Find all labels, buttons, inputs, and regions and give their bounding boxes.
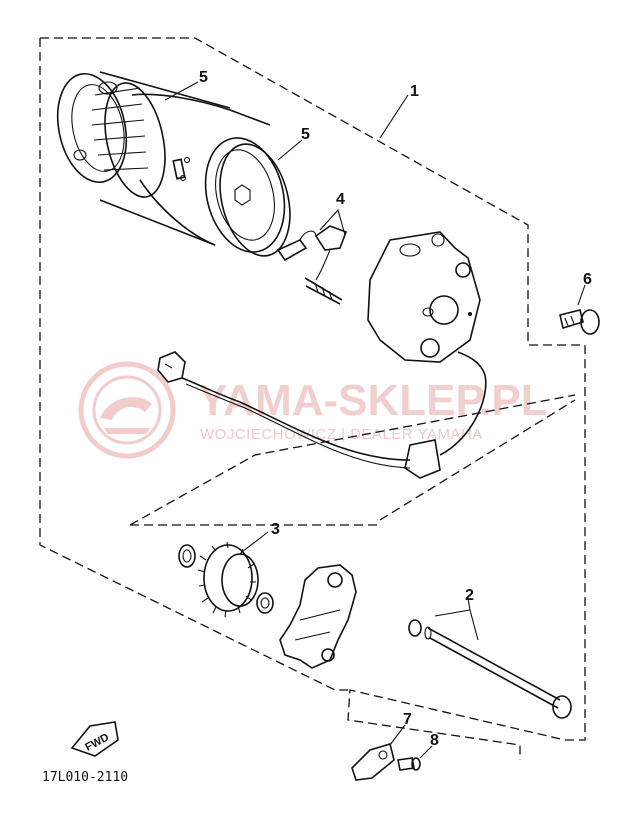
- starter-idle-gear: [178, 541, 274, 618]
- brush-holder-outline: [129, 394, 576, 526]
- label-part-3: 3: [271, 521, 280, 538]
- leader-8: [419, 745, 433, 759]
- label-part-5-rear: 5: [199, 69, 208, 86]
- long-bolt-assembly: [408, 619, 572, 719]
- stay-plate: [351, 742, 395, 781]
- brush-set: [276, 225, 348, 305]
- fwd-label: FWD: [83, 731, 111, 753]
- cover-outline: [379, 399, 576, 521]
- o-ring-front: [219, 143, 291, 257]
- leader-7: [389, 724, 406, 746]
- starter-bracket: [279, 564, 357, 669]
- watermark-subtitle: WOJCIECHOWICZ | DEALER YAMAHA: [200, 426, 483, 443]
- label-part-8: 8: [430, 732, 439, 749]
- leader-5-rear: [164, 81, 199, 101]
- label-part-6: 6: [583, 271, 592, 288]
- label-part-1: 1: [410, 83, 419, 100]
- leader-2: [434, 597, 479, 641]
- lead-wire-assembly: [157, 351, 487, 479]
- drawing-code: 17L010-2110: [42, 770, 128, 785]
- leader-3: [241, 531, 269, 553]
- leader-1: [379, 94, 409, 139]
- label-part-7: 7: [403, 711, 412, 728]
- assembly-frame-outline: [39, 37, 586, 760]
- label-part-4: 4: [336, 191, 345, 208]
- starter-motor-yoke: [56, 71, 286, 253]
- label-part-2: 2: [465, 587, 474, 604]
- watermark: YAMA-SKLEP.PL WOJCIECHOWICZ | DEALER YAM…: [78, 361, 548, 459]
- leader-4: [319, 208, 346, 236]
- brush-holder-cover: [367, 231, 481, 363]
- bolt-6: [559, 309, 600, 335]
- watermark-title: YAMA-SKLEP.PL: [198, 376, 548, 425]
- fwd-arrow-icon: FWD: [70, 721, 119, 757]
- watermark-logo-icon: [78, 361, 176, 459]
- bolt-8: [397, 757, 421, 771]
- leader-5-front: [277, 139, 303, 161]
- o-ring-rear: [104, 82, 166, 198]
- label-part-5-front: 5: [301, 126, 310, 143]
- leader-6: [577, 284, 586, 306]
